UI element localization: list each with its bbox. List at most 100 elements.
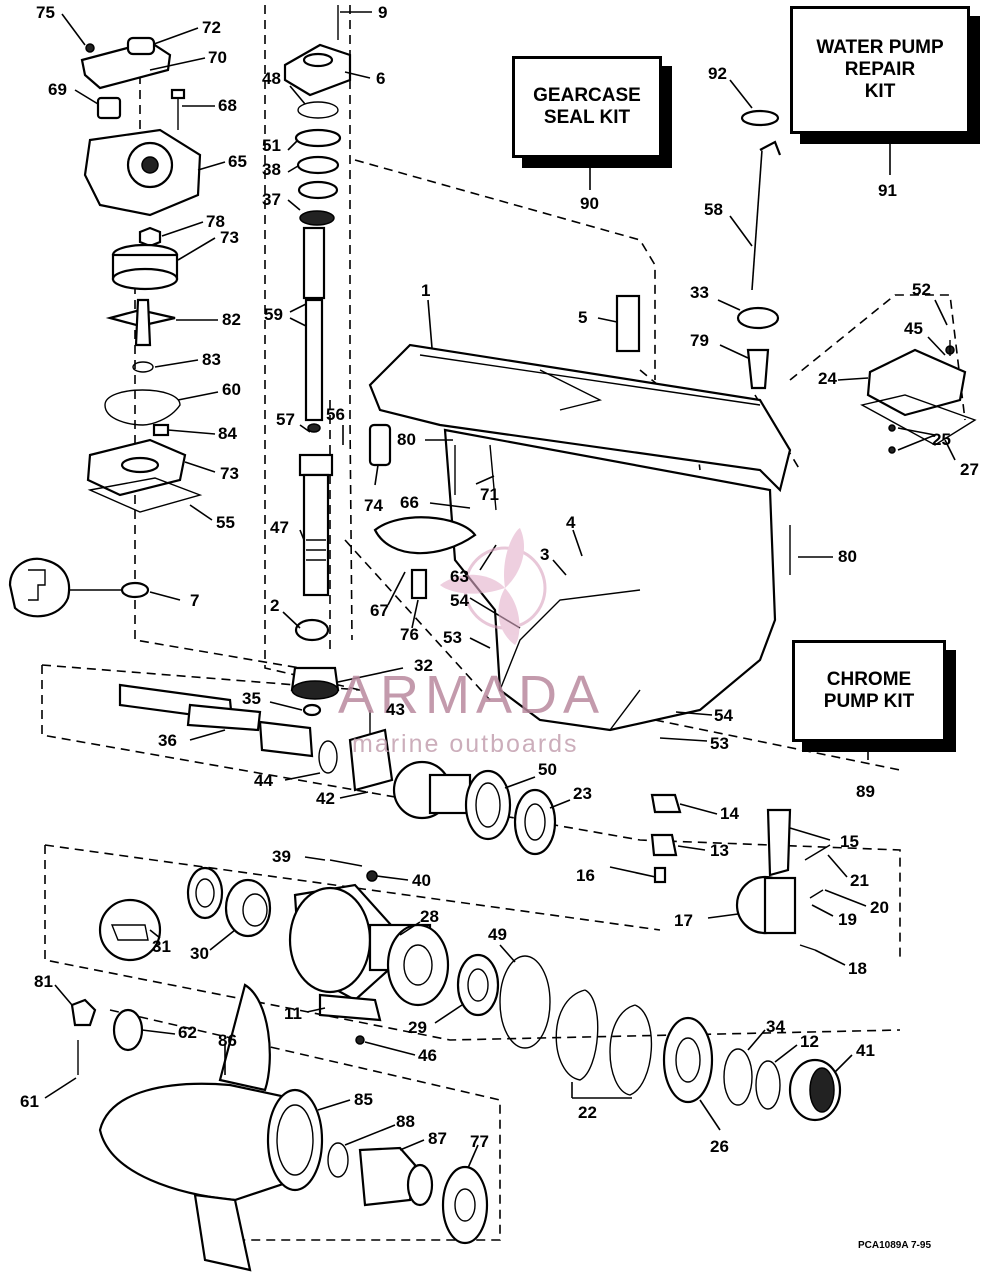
callout-69: 69 — [48, 80, 67, 99]
callout-82: 82 — [222, 310, 241, 329]
callout-48: 48 — [262, 69, 281, 88]
callout-46: 46 — [418, 1046, 437, 1065]
callout-28: 28 — [420, 907, 439, 926]
callout-21: 21 — [850, 871, 869, 890]
callout-39: 39 — [272, 847, 291, 866]
water-pump-kit-line-2: REPAIR — [844, 59, 916, 80]
gearcase-housing — [368, 294, 792, 735]
callout-86: 86 — [218, 1031, 237, 1050]
propeller-parts — [70, 983, 489, 1272]
callout-16: 16 — [576, 866, 595, 885]
callout-58: 58 — [704, 200, 723, 219]
callout-17: 17 — [674, 911, 693, 930]
callout-53-lower: 53 — [710, 734, 729, 753]
callout-54-lower: 54 — [714, 706, 733, 725]
callout-50: 50 — [538, 760, 557, 779]
callout-32: 32 — [414, 656, 433, 675]
callout-6: 6 — [376, 69, 386, 88]
callout-9: 9 — [378, 3, 388, 22]
callout-27: 27 — [960, 460, 979, 479]
callout-60: 60 — [222, 380, 241, 399]
callout-43: 43 — [386, 700, 405, 719]
water-pump-parts — [8, 36, 203, 618]
callout-79: 79 — [690, 331, 709, 350]
callout-34: 34 — [766, 1017, 785, 1036]
callout-55: 55 — [216, 513, 235, 532]
water-pump-kit-line-3: KIT — [864, 81, 896, 102]
callout-35: 35 — [242, 689, 261, 708]
callout-41: 41 — [856, 1041, 875, 1060]
callout-3: 3 — [540, 545, 550, 564]
callout-11: 11 — [284, 1004, 302, 1023]
bearing-housing-parts — [98, 859, 842, 1122]
gearcase-seal-kit-box: GEARCASE SEAL KIT — [512, 56, 662, 158]
callout-72: 72 — [202, 18, 221, 37]
callout-2: 2 — [270, 596, 280, 615]
callout-23: 23 — [573, 784, 592, 803]
callout-87: 87 — [428, 1129, 447, 1148]
water-pump-repair-kit-box: WATER PUMP REPAIR KIT — [790, 6, 970, 134]
callout-18: 18 — [848, 959, 867, 978]
callout-13: 13 — [710, 841, 729, 860]
callout-47: 47 — [270, 518, 289, 537]
callout-14: 14 — [720, 804, 739, 823]
watermark-tagline: marine outboards — [352, 730, 579, 758]
callout-75: 75 — [36, 3, 55, 22]
callout-1: 1 — [421, 281, 431, 300]
callout-24: 24 — [818, 369, 837, 388]
callout-56: 56 — [326, 405, 345, 424]
callout-71: 71 — [480, 485, 499, 504]
callout-78: 78 — [206, 212, 225, 231]
callout-76: 76 — [400, 625, 419, 644]
callout-61: 61 — [20, 1092, 39, 1111]
callout-15: 15 — [840, 832, 859, 851]
callout-31: 31 — [152, 937, 171, 956]
watermark-propeller-logo — [440, 528, 547, 645]
callout-62: 62 — [178, 1023, 197, 1042]
callout-38: 38 — [262, 160, 281, 179]
callout-57: 57 — [276, 410, 295, 429]
callout-77: 77 — [470, 1132, 489, 1151]
callout-67: 67 — [370, 601, 389, 620]
callout-54-upper: 54 — [450, 591, 469, 610]
callout-91: 91 — [878, 181, 897, 200]
callout-52: 52 — [912, 280, 931, 299]
callout-51: 51 — [262, 136, 281, 155]
callout-5: 5 — [578, 308, 588, 327]
callout-88: 88 — [396, 1112, 415, 1131]
shift-mechanism-parts — [609, 793, 831, 951]
callout-26: 26 — [710, 1137, 729, 1156]
callout-20: 20 — [870, 898, 889, 917]
callout-83: 83 — [202, 350, 221, 369]
callout-37: 37 — [262, 190, 281, 209]
gearcase-kit-line-1: GEARCASE — [533, 85, 641, 106]
callout-19: 19 — [838, 910, 857, 929]
callout-81: 81 — [34, 972, 53, 991]
callout-22: 22 — [578, 1103, 597, 1122]
callout-84: 84 — [218, 424, 237, 443]
drawing-code: PCA1089A 7-95 — [858, 1240, 932, 1251]
water-pump-kit-line-1: WATER PUMP — [816, 37, 944, 58]
callout-33: 33 — [690, 283, 709, 302]
propeller-shaft-parts — [118, 683, 557, 856]
callout-74: 74 — [364, 496, 383, 515]
callout-29: 29 — [408, 1018, 427, 1037]
callout-59: 59 — [264, 305, 283, 324]
callout-80-right: 80 — [838, 547, 857, 566]
callout-36: 36 — [158, 731, 177, 750]
driveshaft-parts — [283, 5, 352, 717]
callout-90: 90 — [580, 194, 599, 213]
callout-45: 45 — [904, 319, 923, 338]
gearcase-kit-line-2: SEAL KIT — [543, 107, 631, 128]
callout-65: 65 — [228, 152, 247, 171]
callout-68: 68 — [218, 96, 237, 115]
callout-89: 89 — [856, 782, 875, 801]
callout-53-upper: 53 — [443, 628, 462, 647]
callout-49: 49 — [488, 925, 507, 944]
callout-85: 85 — [354, 1090, 373, 1109]
callout-30: 30 — [190, 944, 209, 963]
chrome-pump-kit-line-2: PUMP KIT — [823, 691, 915, 712]
callout-4: 4 — [566, 513, 576, 532]
callout-73-lower: 73 — [220, 464, 239, 483]
